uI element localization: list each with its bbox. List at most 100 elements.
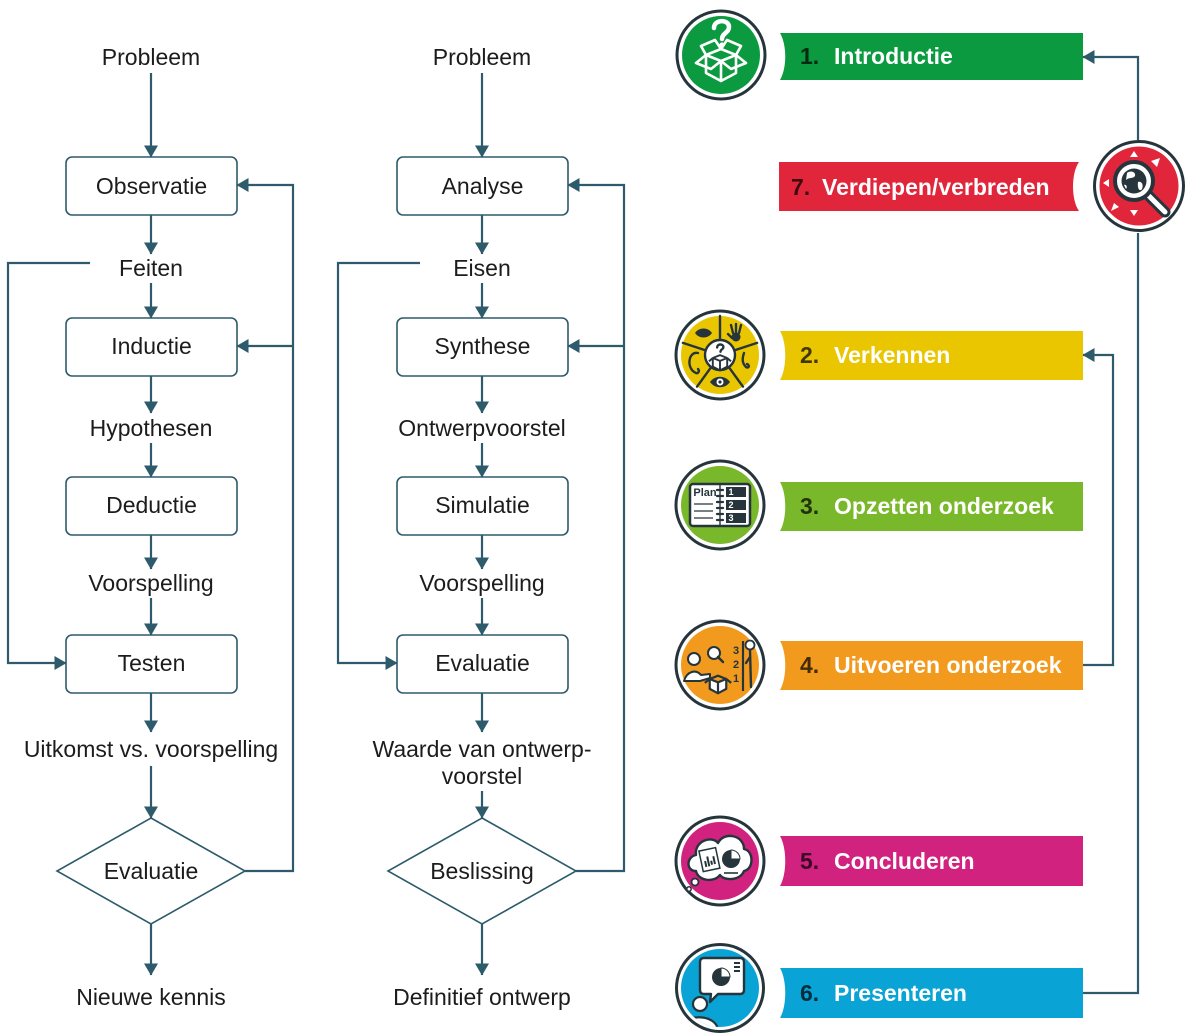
- middle-output-label-3: Voorspelling: [419, 570, 544, 596]
- segment-dividers: [681, 314, 759, 388]
- experiment-icon: 3 2 1: [674, 619, 766, 711]
- countdown-number-1: 3: [733, 645, 739, 657]
- banner-number: 1.: [800, 43, 819, 69]
- mini-box: [704, 674, 732, 695]
- question-box-icon: [675, 9, 767, 101]
- banner-ribbon: [779, 162, 1079, 211]
- banner-label: Opzetten onderzoek: [834, 493, 1054, 519]
- banner-number: 3.: [800, 493, 819, 519]
- mini-question-mark: [715, 343, 725, 353]
- standing-person-head: [744, 639, 756, 651]
- feedback-line: [6, 261, 90, 670]
- feedback-line: [236, 178, 295, 873]
- banner-label: Verkennen: [834, 342, 950, 368]
- middle-output-label-4-line-1: Waarde van ontwerp-: [372, 736, 591, 762]
- feedback-line: [567, 178, 626, 873]
- person-arm: [683, 670, 711, 682]
- left-output-label-4: Uitkomst vs. voorspelling: [24, 736, 278, 762]
- banner-label: Presenteren: [834, 980, 967, 1006]
- middle-output-label-2: Ontwerpvoorstel: [398, 415, 565, 441]
- pie-slice: [720, 967, 731, 978]
- middle-start-label: Probleem: [433, 44, 531, 70]
- middle-output-label-4-line-2: voorstel: [442, 763, 523, 789]
- middle-step-label-1: Analyse: [442, 173, 524, 199]
- feedback-line: [336, 261, 420, 670]
- left-step-label-4: Testen: [118, 650, 186, 676]
- left-decision-label: Evaluatie: [104, 858, 199, 884]
- phase-banner-3: 3. Opzetten onderzoek: [780, 482, 1083, 531]
- open-box: [694, 38, 748, 83]
- thought-bubble: [690, 877, 700, 887]
- standing-person-body: [744, 648, 753, 689]
- plan-label: Plan: [693, 487, 717, 499]
- list-box-3: [726, 513, 746, 523]
- mouth-glyph: [695, 328, 712, 338]
- banner-ribbon: [780, 836, 1083, 886]
- banner-number: 6.: [800, 980, 819, 1006]
- thought-bubble: [686, 886, 692, 892]
- countdown-number-3: 1: [733, 673, 739, 685]
- countdown-number-2: 2: [733, 659, 739, 671]
- list-number-2: 2: [728, 500, 733, 510]
- notebook-spiral: [715, 488, 725, 522]
- phase-banner-4: 4. Uitvoeren onderzoek: [780, 641, 1083, 690]
- left-step-label-2: Inductie: [111, 333, 192, 359]
- bar-chart-glyph: [704, 856, 716, 868]
- thought-chart-icon: [674, 815, 766, 907]
- mini-box-flaps: [704, 674, 732, 694]
- left-step-label-3: Deductie: [106, 492, 197, 518]
- phase-banner-6: 6. Presenteren: [780, 968, 1083, 1018]
- person-head: [687, 652, 701, 666]
- mini-question-box: [708, 343, 732, 372]
- chart-paper: [698, 846, 721, 873]
- left-step-label-1: Observatie: [96, 173, 207, 199]
- left-end-label: Nieuwe kennis: [76, 984, 226, 1010]
- magnifier-handle-highlight: [1144, 191, 1168, 215]
- legend-lines: [734, 962, 740, 972]
- nose-glyph: [741, 351, 750, 369]
- middle-decision-label: Beslissing: [430, 858, 534, 884]
- phase-banner-2: 2. Verkennen: [780, 331, 1083, 380]
- middle-output-label-1: Eisen: [453, 255, 511, 281]
- phase-connectors: [1082, 50, 1140, 995]
- presentation-icon: [675, 943, 765, 1033]
- magnifier-globe-icon: [1093, 140, 1185, 232]
- connector-line: [1083, 233, 1140, 995]
- banner-number: 7.: [791, 174, 810, 200]
- banner-label: Concluderen: [834, 848, 975, 874]
- banner-ribbon: [780, 331, 1083, 380]
- icon-disc: [682, 16, 760, 94]
- banner-label: Introductie: [834, 43, 953, 69]
- hand-fingers: [726, 322, 743, 340]
- plan-notebook-icon: Plan 1 2 3: [674, 459, 766, 551]
- left-output-label-2: Hypothesen: [90, 415, 213, 441]
- middle-end-label: Definitief ontwerp: [393, 984, 571, 1010]
- connector-arrow: [1082, 348, 1115, 667]
- phase-banner-1: 1. Introductie: [780, 33, 1083, 80]
- question-mark-dot: [719, 42, 725, 48]
- small-magnifier-handle: [716, 655, 725, 664]
- list-box-2: [726, 500, 746, 510]
- phase-banner-5: 5. Concluderen: [780, 836, 1083, 886]
- left-flowchart: Probleem Observatie Feiten Inductie Hypo…: [6, 44, 295, 1010]
- list-box-1: [726, 487, 746, 497]
- banner-number: 4.: [800, 652, 819, 678]
- banner-number: 5.: [800, 848, 819, 874]
- left-output-label-3: Voorspelling: [88, 570, 213, 596]
- banner-number: 2.: [800, 342, 819, 368]
- globe: [1121, 168, 1147, 194]
- banner-label: Uitvoeren onderzoek: [834, 652, 1062, 678]
- presenter-head: [691, 995, 709, 1013]
- senses-icon: [674, 309, 766, 401]
- small-magnifier-lens: [707, 646, 721, 660]
- banner-ribbon: [780, 968, 1083, 1018]
- pie-slice: [730, 849, 741, 860]
- mini-box: [708, 354, 732, 372]
- eye-pupil: [718, 380, 722, 384]
- list-number-1: 1: [728, 487, 733, 497]
- phase-banner-7: 7. Verdiepen/verbreden: [779, 162, 1079, 211]
- banner-ribbon: [780, 482, 1083, 531]
- hand-palm: [731, 332, 741, 342]
- question-mark: [711, 18, 732, 42]
